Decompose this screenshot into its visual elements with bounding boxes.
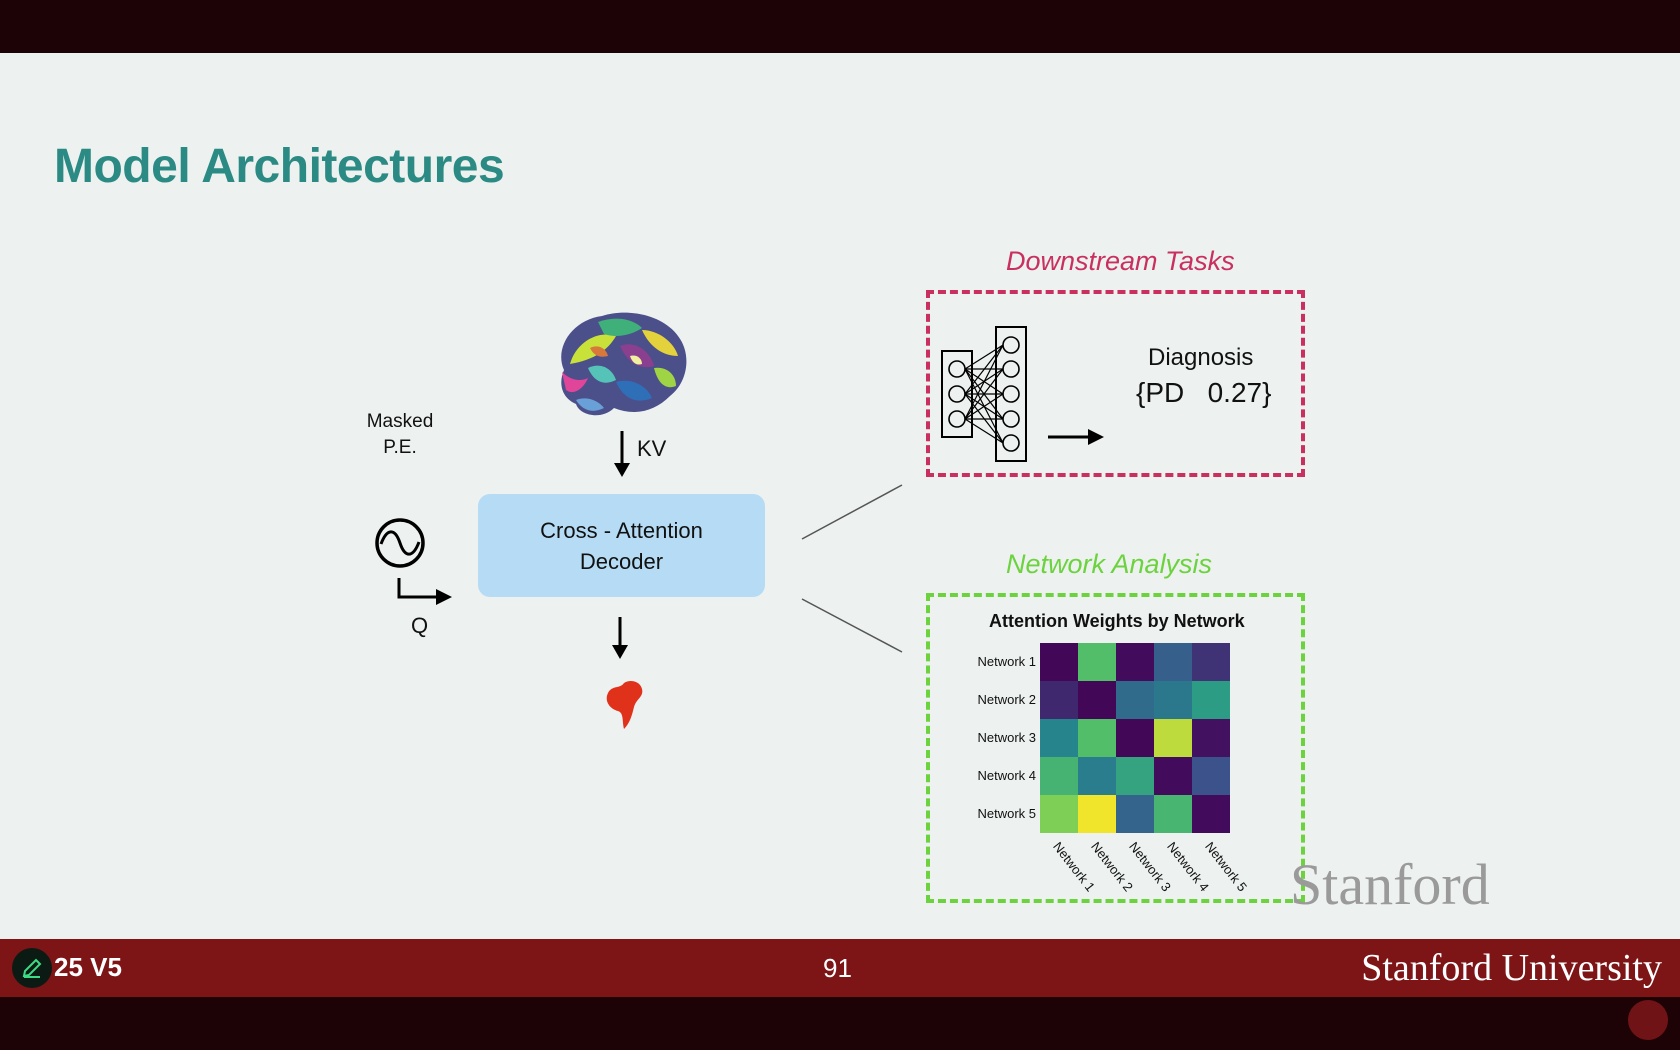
stanford-watermark: Stanford	[1290, 852, 1490, 917]
sine-wave-icon	[375, 518, 425, 568]
heatmap-cell	[1078, 757, 1116, 795]
heatmap-cell	[1040, 643, 1078, 681]
heatmap-cell	[1192, 719, 1230, 757]
heatmap-row-label: Network 2	[977, 692, 1036, 707]
network-analysis-box	[926, 593, 1305, 903]
masked-pe-label: Masked P.E.	[366, 411, 434, 458]
cross-attention-decoder: Cross - Attention Decoder	[478, 494, 765, 597]
heatmap-cell	[1040, 681, 1078, 719]
heatmap-cell	[1078, 719, 1116, 757]
connector-lines	[801, 484, 903, 653]
slide-title: Model Architectures	[54, 140, 505, 193]
q-label: Q	[411, 613, 429, 638]
heatmap-cell	[1078, 795, 1116, 833]
heatmap-cell	[1040, 719, 1078, 757]
heatmap-cell	[1116, 681, 1154, 719]
diagnosis-label: Diagnosis	[1148, 344, 1254, 371]
heatmap-cell	[1116, 643, 1154, 681]
heatmap-title: Attention Weights by Network	[989, 611, 1245, 631]
heatmap-cell	[1116, 757, 1154, 795]
heatmap-cell	[1154, 643, 1192, 681]
footer-bar: 25 V5 91 Stanford University	[0, 939, 1680, 997]
network-analysis-title: Network Analysis	[1006, 549, 1213, 579]
heatmap-cell	[1116, 719, 1154, 757]
stanford-online-logo-icon	[1628, 1000, 1668, 1040]
heatmap-row-label: Network 4	[977, 768, 1036, 783]
page-number: 91	[823, 953, 852, 983]
downstream-box	[926, 290, 1305, 477]
slide: Model Architectures KV Masked P.E. Q Cro…	[0, 53, 1680, 939]
heatmap-cell	[1078, 681, 1116, 719]
output-arrow	[612, 617, 628, 659]
heatmap-cell	[1040, 795, 1078, 833]
brain-region-icon	[606, 681, 643, 729]
pencil-icon	[22, 958, 42, 978]
footer-university: Stanford University	[1361, 947, 1662, 989]
downstream-title: Downstream Tasks	[1006, 246, 1235, 276]
heatmap-row-label: Network 3	[977, 730, 1036, 745]
neural-network-icon	[941, 326, 1027, 462]
heatmap-cell	[1116, 795, 1154, 833]
footer-course-label: 25 V5	[54, 952, 122, 982]
diagnosis-arrow	[1048, 429, 1104, 445]
heatmap-cell	[1154, 757, 1192, 795]
heatmap-cell	[1192, 795, 1230, 833]
brain-icon	[561, 312, 687, 416]
kv-arrow	[614, 431, 630, 477]
heatmap-cell	[1192, 643, 1230, 681]
heatmap-cell	[1154, 795, 1192, 833]
heatmap-cell	[1154, 681, 1192, 719]
heatmap-cell	[1154, 719, 1192, 757]
heatmap-cell	[1040, 757, 1078, 795]
heatmap-cell	[1192, 681, 1230, 719]
heatmap-row-label: Network 1	[977, 654, 1036, 669]
kv-label: KV	[637, 436, 667, 461]
heatmap-cell	[1192, 757, 1230, 795]
q-arrow	[397, 578, 452, 605]
heatmap-cell	[1078, 643, 1116, 681]
diagnosis-value: {PD 0.27}	[1136, 377, 1272, 408]
edit-button[interactable]	[12, 948, 52, 988]
heatmap-row-label: Network 5	[977, 806, 1036, 821]
